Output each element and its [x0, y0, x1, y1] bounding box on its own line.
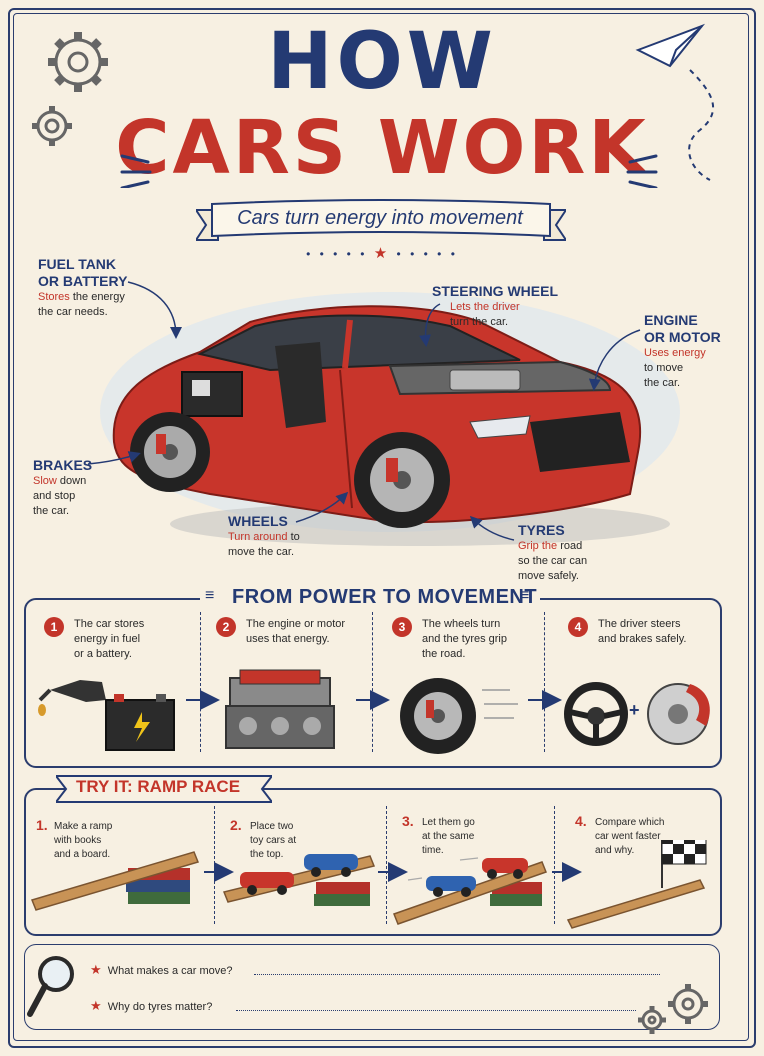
paper-plane-icon [635, 23, 715, 181]
car-illustration [100, 292, 680, 546]
subtitle: Cars turn energy into movement [237, 207, 523, 229]
power-step-4-number: 4 [568, 617, 588, 637]
power-step-graphics [38, 669, 710, 754]
question-2: ★ Why do tyres matter? [90, 998, 213, 1013]
battery-icon [105, 694, 175, 751]
title-line-2: CARS WORK [115, 105, 649, 191]
gears-icon [32, 32, 108, 146]
answer-line-1[interactable] [254, 974, 660, 975]
power-step-2-number: 2 [216, 617, 236, 637]
ramp-cars-2 [222, 854, 376, 906]
divider-dots: • • • • • ★ • • • • • [306, 245, 458, 262]
title-line-1: HOW [267, 17, 497, 107]
subtitle-ribbon [196, 199, 566, 241]
outer-frame [8, 8, 756, 1048]
power-divider-3 [544, 612, 545, 752]
front-wheel [354, 432, 450, 528]
tyre-icon [400, 678, 518, 754]
answer-line-2[interactable] [236, 1010, 636, 1011]
label-wheels: WHEELS Turn around to move the car. [228, 513, 300, 558]
finish-flag-icon [566, 840, 707, 929]
ramp-section-box [24, 788, 722, 936]
ramp-cars-3 [393, 857, 547, 925]
power-step-1-number: 1 [44, 617, 64, 637]
ramp-step-2-number: 2. [230, 817, 242, 833]
sparkle-right-icon [626, 154, 658, 188]
power-section-title: FROM POWER TO MOVEMENT [232, 586, 538, 608]
plus-sign: + [629, 700, 640, 720]
power-divider-2 [372, 612, 373, 752]
power-title-deco-left: ≡ [205, 587, 215, 604]
ramp-step-3-number: 3. [402, 813, 414, 829]
ramp-section-title: TRY IT: RAMP RACE [76, 777, 241, 796]
magnifier-icon [27, 956, 74, 1017]
ramp-step-1-number: 1. [36, 817, 48, 833]
question-1: ★ What makes a car move? [90, 962, 233, 977]
ramp-books-1 [30, 851, 200, 911]
fuel-nozzle-icon [38, 680, 106, 716]
sparkle-left-icon [120, 154, 152, 188]
star-icon: ★ [90, 962, 102, 977]
label-arrows [87, 281, 641, 541]
power-title-bg [200, 584, 540, 612]
label-steering: STEERING WHEEL Lets the driver turn the … [432, 283, 559, 328]
label-engine: ENGINE OR MOTOR Uses energy to move the … [644, 312, 721, 389]
star-icon: ★ [90, 998, 102, 1013]
label-fuel: FUEL TANK OR BATTERY Stores the energy t… [38, 256, 128, 318]
brake-disc-icon [647, 683, 710, 745]
rear-wheel [130, 412, 210, 492]
ramp-divider-3 [554, 806, 555, 924]
label-tyres: TYRES Grip the road so the car can move … [518, 522, 588, 582]
steering-wheel-icon [564, 682, 628, 746]
ramp-step-4-number: 4. [575, 813, 587, 829]
label-brakes: BRAKES Slow down and stop the car. [33, 457, 93, 517]
inner-frame [13, 13, 749, 1041]
questions-box [24, 944, 720, 1030]
ramp-title-ribbon [56, 775, 272, 803]
ramp-divider-2 [386, 806, 387, 924]
gears-bottom-icon [638, 984, 708, 1034]
power-title-deco-right: ≡ [520, 587, 530, 604]
power-step-3-number: 3 [392, 617, 412, 637]
ramp-step-graphics [30, 840, 707, 929]
engine-icon [225, 669, 335, 749]
power-divider-1 [200, 612, 201, 752]
